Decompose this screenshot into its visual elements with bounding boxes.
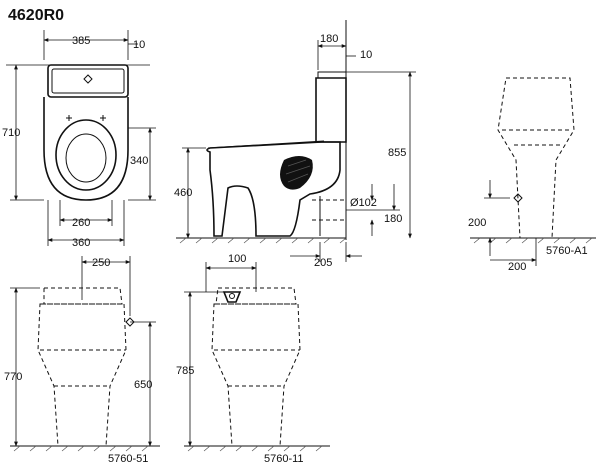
dim-785: 785: [176, 365, 194, 377]
bowl-side: [206, 141, 341, 237]
dim-385: 385: [72, 35, 90, 47]
dim-180-bottom: 180: [384, 213, 402, 225]
outlet-pipe: [312, 199, 346, 221]
label-5760-a1: 5760-A1: [546, 245, 588, 257]
seat-outline-top: [55, 119, 117, 191]
fixing-points-top: [66, 115, 106, 121]
dim-260: 260: [72, 217, 90, 229]
dim-460: 460: [174, 187, 192, 199]
dim-650: 650: [134, 379, 152, 391]
dim-770: 770: [4, 371, 22, 383]
water-inlet-marker: [513, 193, 523, 203]
trapway-section: [280, 156, 313, 190]
tank-inner-top: [51, 68, 125, 94]
label-5760-11: 5760-11: [264, 453, 304, 465]
dim-100: 100: [228, 253, 246, 265]
dim-250: 250: [92, 257, 110, 269]
dim-360: 360: [72, 237, 90, 249]
side-view: 180 10 855 460 Ø102 180 205: [174, 20, 416, 269]
cistern-outline-11: [215, 287, 297, 305]
dim-180-top: 180: [320, 33, 338, 45]
toilet-outline-11: [211, 303, 301, 447]
dim-200-horizontal: 200: [508, 261, 526, 273]
dim-diameter-102: Ø102: [350, 197, 377, 209]
toilet-outline-51: [37, 303, 127, 447]
bowl-outline-top: [43, 97, 129, 201]
flush-button-top: [83, 74, 93, 84]
dim-10-side: 10: [360, 49, 372, 61]
dim-200-vertical: 200: [468, 217, 486, 229]
cistern-lid-side: [317, 71, 347, 79]
label-5760-51: 5760-51: [108, 453, 148, 465]
model-number: 4620R0: [8, 7, 64, 24]
top-view: 385 10 710 340 260 360: [2, 30, 156, 249]
cistern-side: [315, 77, 347, 143]
cistern-outline-51: [43, 287, 123, 305]
dim-205: 205: [314, 257, 332, 269]
view-5760-11: 100 785 5760-11: [176, 253, 330, 465]
tank-outline-top: [47, 64, 129, 98]
dim-10-top: 10: [133, 39, 145, 51]
dim-340: 340: [130, 155, 148, 167]
dim-710: 710: [2, 127, 20, 139]
top-inlet-symbol: [222, 291, 242, 303]
view-5760-51: 250 770 650 5760-51: [4, 256, 160, 465]
seat-side: [207, 140, 325, 149]
dim-855: 855: [388, 147, 406, 159]
bowl-opening-top: [65, 133, 107, 183]
toilet-outline-a1: [497, 77, 575, 239]
view-5760-a1: 200 200 5760-A1: [468, 77, 596, 273]
